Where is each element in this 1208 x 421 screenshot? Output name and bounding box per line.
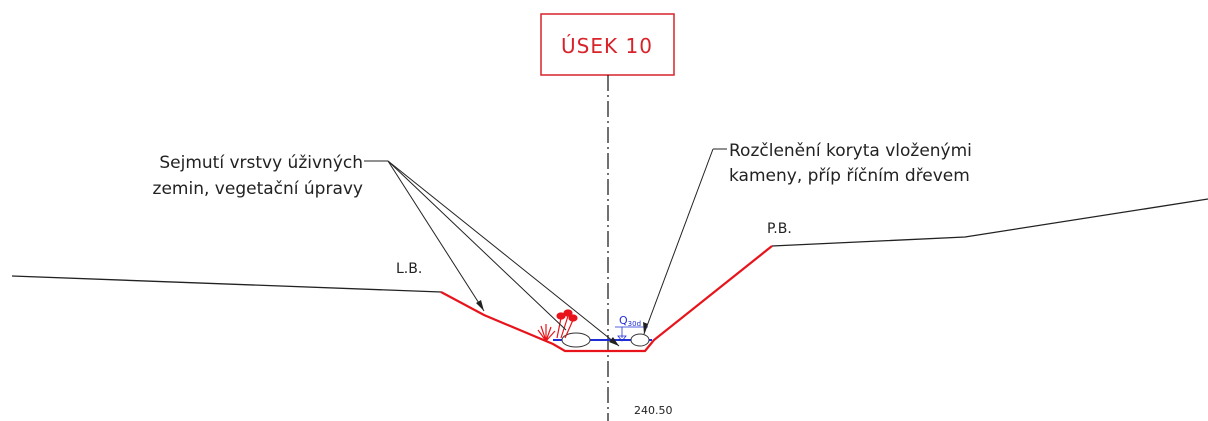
discharge-marker: Q30d [615,314,648,342]
terrain-left [11,275,442,293]
elevation-label: 240.50 [634,404,673,417]
callout-left-line1: Sejmutí vrstvy úživných [159,153,363,173]
discharge-subscript: 30d [628,320,641,328]
discharge-symbol: Q [619,314,628,327]
stone-right [630,333,650,347]
modified-channel-profile [440,245,773,353]
section-title-box: ÚSEK 10 [540,13,675,76]
right-callout-leaders [643,148,727,335]
right-callout-arrowhead [643,322,648,334]
terrain-right [771,198,1208,247]
stone-left [561,332,591,348]
discharge-label: Q30d [619,314,641,328]
section-title: ÚSEK 10 [561,34,653,58]
callout-right-line2: kameny, příp říčním dřevem [729,166,970,186]
left-bank-label: L.B. [396,261,422,277]
callout-right-line1: Rozčlenění koryta vloženými [729,141,972,161]
vegetation-icon [537,309,578,342]
channel-stones [561,332,650,348]
section-title-frame [540,13,675,76]
right-bank-label: P.B. [767,221,792,237]
callout-left-line2: zemin, vegetační úpravy [153,179,363,199]
left-callout-leaders [364,160,620,347]
